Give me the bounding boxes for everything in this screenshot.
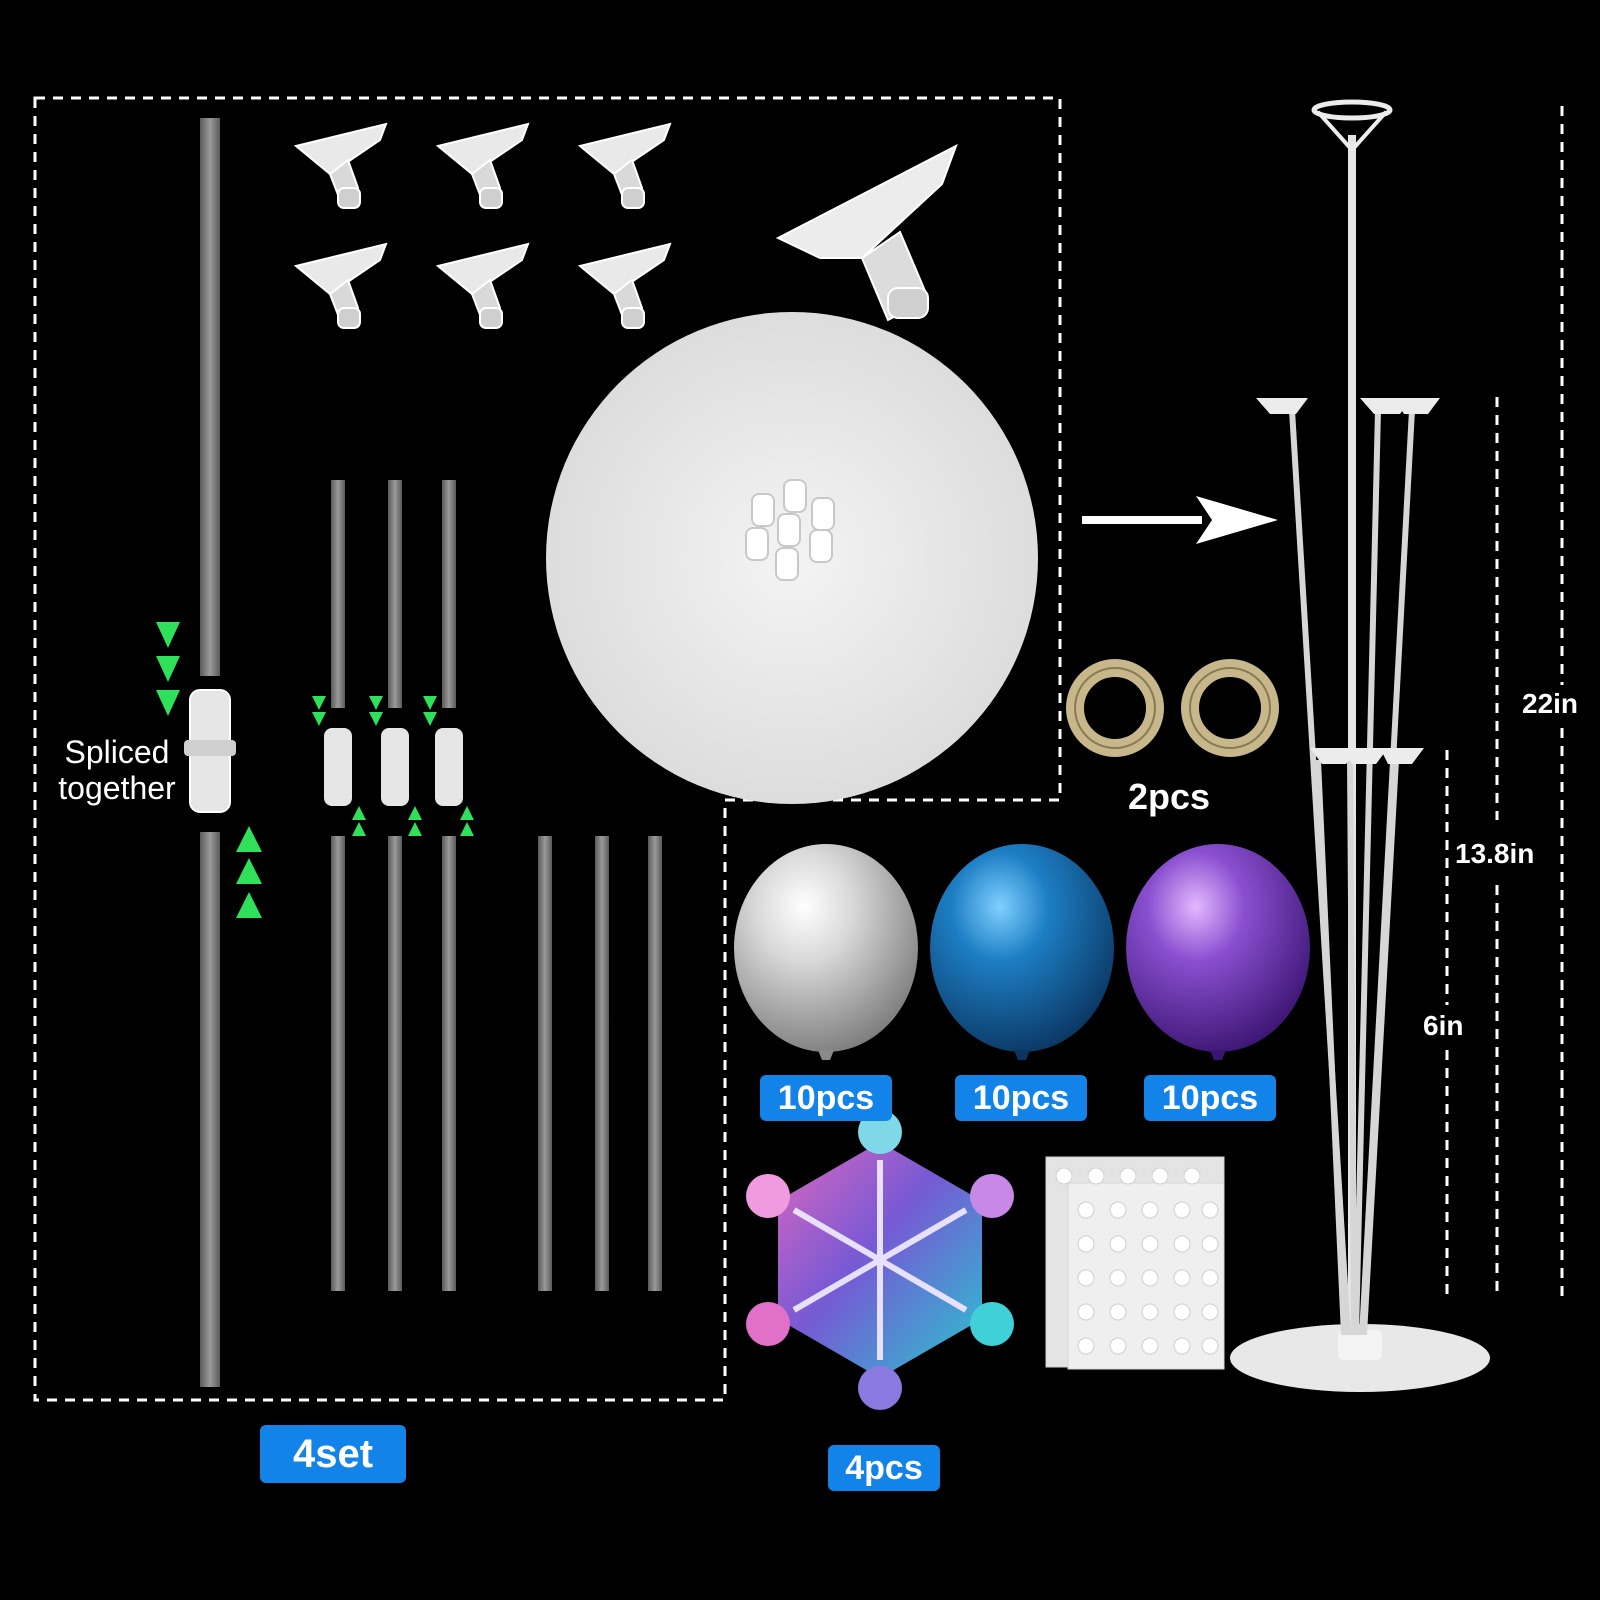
arrow-right-icon (1082, 496, 1278, 544)
snowflake-foil-badge: 4pcs (828, 1445, 940, 1491)
short-rod-icon (324, 480, 463, 1291)
small-splice-arrow-icon (312, 696, 474, 836)
long-rod-icon (184, 118, 236, 1387)
silver-balloons-badge: 10pcs (760, 1075, 892, 1121)
kit-dashed-border (33, 96, 1062, 1402)
balloon-cup-icon (295, 123, 671, 329)
dimension-total-label: 22in (1522, 688, 1579, 719)
tape-roll-icon (1066, 659, 1279, 757)
tape-count-label: 2pcs (1128, 776, 1211, 817)
balloon-stand-icon (1230, 99, 1490, 1392)
base-disc-icon (546, 312, 1038, 804)
spliced-label: Spliced together (42, 734, 192, 806)
dimension-middle-label: 13.8in (1455, 838, 1535, 869)
splice-arrow-icon (156, 622, 262, 918)
blue-balloons-badge: 10pcs (955, 1075, 1087, 1121)
spliced-label-line2: together (58, 770, 176, 806)
sets-badge: 4set (260, 1425, 406, 1483)
glue-dot-grid-icon (1055, 1167, 1219, 1355)
glue-dot-sheet-icon (1045, 1156, 1225, 1370)
purple-balloons-badge: 10pcs (1144, 1075, 1276, 1121)
dimension-lines (1445, 106, 1564, 1298)
dimension-lower-label: 6in (1423, 1010, 1464, 1041)
large-cup-icon (775, 143, 958, 322)
spliced-label-line1: Spliced (64, 734, 170, 770)
snowflake-balloon-icon (746, 1110, 1014, 1410)
balloon-icon (734, 844, 1310, 1060)
extra-rod-icon (538, 836, 662, 1291)
